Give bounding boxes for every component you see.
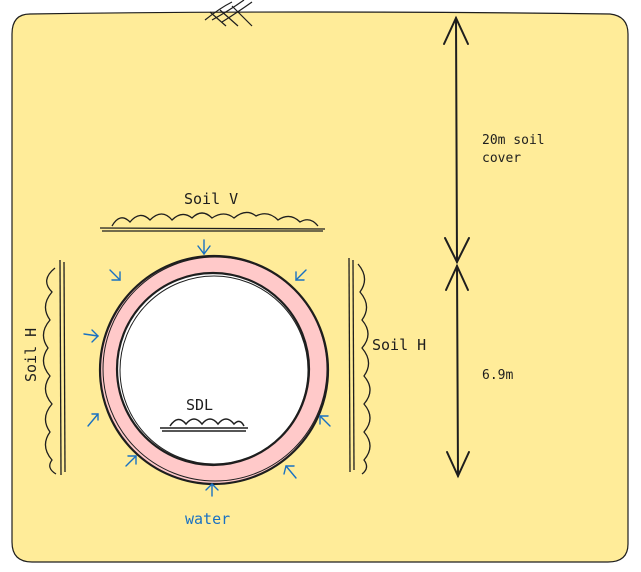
- pipe: [98, 254, 330, 486]
- pipe-inner-sketch-line: [119, 275, 309, 465]
- water-arrow-top: [197, 239, 211, 256]
- soil-v-label: Soil V: [184, 190, 238, 208]
- water-pressure-arrows: [83, 239, 331, 497]
- soil-h-right-label: Soil H: [372, 336, 426, 354]
- water-arrow-lower-left: [87, 413, 99, 427]
- pipe-diameter-dimension-arrow: [445, 263, 470, 479]
- water-arrow-top-left: [109, 269, 121, 281]
- soil-cover-dimension-arrow: [443, 15, 470, 265]
- soil-cover-label-line1: 20m soil: [482, 133, 545, 148]
- sdl-label: SDL: [186, 396, 213, 414]
- pipe-diameter-label: 6.9m: [482, 368, 513, 383]
- water-arrow-bottom: [205, 483, 219, 497]
- water-arrow-top-right: [295, 269, 307, 281]
- ground-surface-hatch: [204, 0, 253, 27]
- water-arrow-left: [83, 329, 99, 343]
- water-arrow-bottom-left: [125, 455, 137, 467]
- soil-v-ground-line: [99, 211, 326, 232]
- pipe-outer-sketch-line: [102, 256, 328, 482]
- water-arrow-right: [319, 415, 331, 427]
- water-label: water: [185, 510, 230, 528]
- soil-background: [11, 11, 629, 563]
- soil-cover-label-line2: cover: [482, 151, 521, 166]
- pipe-bore: [115, 271, 311, 467]
- soil-h-left-label: Soil H: [22, 328, 40, 382]
- soil-h-right-ground-line: [348, 257, 371, 475]
- soil-h-left-ground-line: [42, 259, 66, 476]
- sdl-load-symbol: [160, 418, 248, 432]
- water-arrow-bottom-right: [283, 465, 297, 479]
